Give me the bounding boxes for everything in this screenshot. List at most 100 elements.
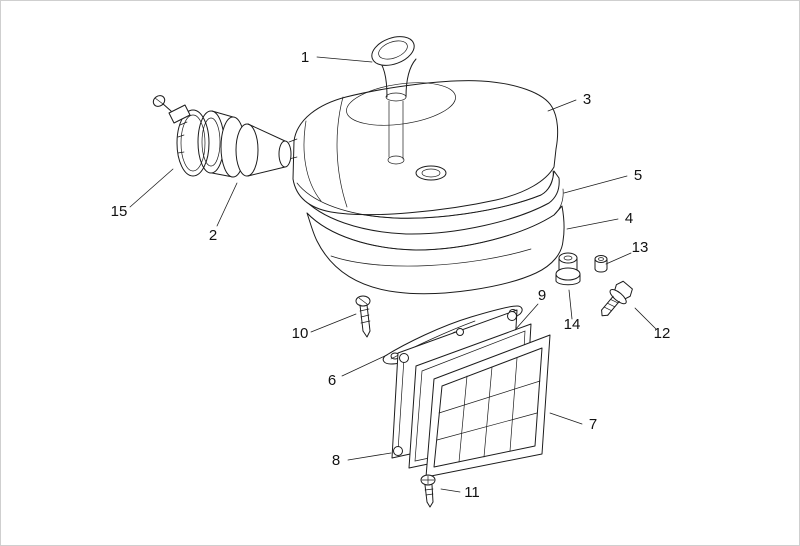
screw-10-slot: [358, 297, 368, 305]
screw-12-thread: [607, 302, 616, 308]
frame-boss: [507, 311, 517, 321]
airbox-lower-contour: [330, 248, 532, 267]
leader-2: [216, 182, 238, 227]
callout-label-5: 5: [634, 167, 642, 184]
callout-label-7: 7: [589, 416, 597, 433]
screw-10: [355, 295, 371, 338]
callout-labels: 1 2 3 4 5 6 7 8 9 10 11 12 13 14 15: [111, 49, 671, 501]
callout-label-1: 1: [301, 49, 309, 66]
clamp-band-slot-2: [177, 134, 185, 138]
screw-12-shaft-right: [607, 300, 620, 316]
airbox-upper-housing-outline: [292, 80, 559, 216]
clamp-band-slot-3: [177, 151, 185, 154]
callout-label-14: 14: [564, 316, 581, 333]
airbox-outlet-hole-outer: [415, 165, 447, 181]
callout-label-9: 9: [538, 287, 546, 304]
grid-line: [509, 357, 518, 452]
callout-label-11: 11: [464, 484, 480, 501]
screw-12-flange: [609, 288, 627, 305]
leader-6: [341, 354, 388, 377]
screw-11: [420, 474, 436, 508]
hose-clamp: [152, 95, 210, 177]
clamp-band-slot-1: [179, 121, 188, 126]
airbox-mid-contour: [336, 96, 348, 208]
leader-11: [440, 488, 461, 493]
screw-10-thread: [359, 308, 370, 312]
bushing-flange: [555, 267, 581, 281]
airbox-upper-bottom-seam: [296, 170, 554, 219]
rubber-cone-end: [278, 140, 292, 168]
clamp-screw-housing: [168, 104, 191, 124]
rubber-ridge-3: [235, 123, 259, 177]
flanged-screw-12: [601, 280, 633, 317]
screw-10-thread: [360, 314, 370, 318]
screw-12-tip: [601, 309, 609, 317]
screw-11-thread: [424, 488, 434, 491]
callout-label-15: 15: [111, 203, 128, 220]
callout-label-3: 3: [583, 91, 591, 108]
rubber-cone-top: [247, 123, 286, 142]
rubber-cone-bottom: [247, 166, 286, 177]
grid-line: [458, 375, 468, 463]
frame-boss: [393, 446, 403, 456]
snorkel-tube-end: [387, 155, 405, 165]
filter-grid-7: [425, 334, 551, 478]
clamp-band-inner: [180, 114, 206, 172]
frame-left-rail: [397, 357, 405, 452]
airbox-left-contour: [303, 120, 322, 202]
clamp-band-outer: [176, 109, 210, 177]
screw-10-tip: [362, 330, 371, 338]
intake-rubber-manifold: [197, 110, 292, 178]
spacer-13: [594, 255, 608, 273]
screw-11-shaft-left: [424, 484, 428, 503]
grid-line: [483, 366, 493, 458]
airbox-assembly: [288, 80, 565, 295]
leader-9: [514, 303, 539, 331]
screw-12-thread: [610, 299, 619, 304]
spacer-top: [594, 255, 608, 263]
snorkel-mouth-inner: [378, 40, 408, 60]
leader-7: [549, 412, 583, 425]
screw-11-thread: [425, 493, 434, 496]
screw-10-shaft-left: [359, 304, 364, 332]
screw-11-shaft-right: [431, 484, 434, 503]
leader-10: [310, 313, 357, 333]
screw-11-tip: [426, 501, 434, 508]
leader-13: [605, 252, 632, 265]
leader-12: [634, 307, 657, 330]
leader-1: [316, 56, 373, 63]
bushing-flange-bottom: [555, 280, 581, 286]
leader-lines: [129, 56, 657, 493]
rubber-flange-inner: [201, 117, 221, 167]
leader-4: [566, 218, 619, 230]
screw-12-thread: [603, 306, 612, 312]
leader-5: [563, 175, 628, 194]
airbox-inlet-stub-top: [288, 138, 298, 143]
clamp-screw-slot: [154, 97, 164, 105]
snorkel-tube-right: [405, 58, 417, 98]
leader-15: [129, 168, 174, 208]
bushing-14: [555, 252, 581, 286]
grid-outer-frame: [425, 334, 551, 478]
frame-boss: [399, 353, 409, 363]
callout-label-12: 12: [654, 325, 671, 342]
bushing-hole: [563, 255, 573, 261]
rubber-ridge-top-link: [211, 110, 234, 118]
callout-label-6: 6: [328, 372, 336, 389]
callout-label-10: 10: [292, 325, 309, 342]
intake-snorkel: [371, 36, 417, 165]
callout-label-2: 2: [209, 227, 217, 244]
callout-label-4: 4: [625, 210, 633, 227]
spacer-hole: [598, 257, 604, 261]
callout-label-13: 13: [632, 239, 649, 256]
bushing-top: [558, 252, 578, 264]
grid-line: [438, 380, 541, 414]
airbox-top-face-ring: [346, 82, 456, 126]
snorkel-base-ring: [385, 92, 407, 102]
airbox-seal-band-seam: [306, 188, 564, 251]
leader-8: [347, 452, 392, 461]
clamp-screw-shaft: [161, 102, 172, 112]
leader-14: [568, 289, 573, 320]
snorkel-mouth-outer: [371, 36, 415, 66]
